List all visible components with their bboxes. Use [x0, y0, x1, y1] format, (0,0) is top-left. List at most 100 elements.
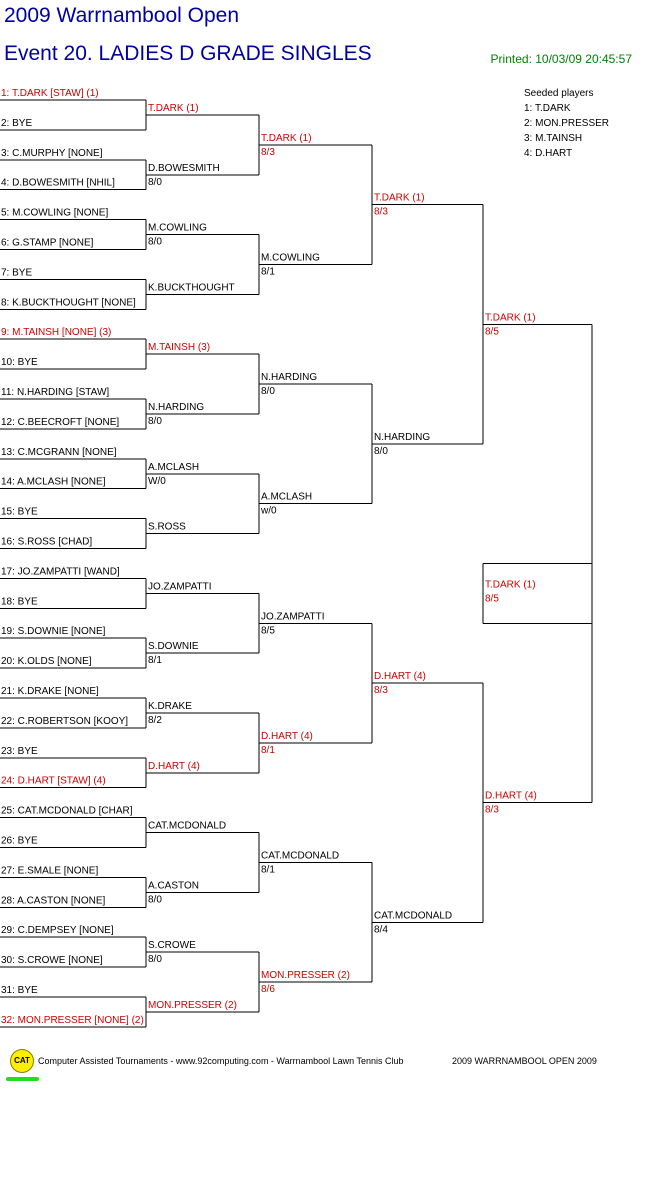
winner-name: N.HARDING — [261, 372, 317, 383]
draw-entrant: 26: BYE — [1, 836, 38, 847]
draw-entrant: 20: K.OLDS [NONE] — [1, 656, 92, 667]
match-score: 8/5 — [485, 326, 499, 337]
match-score: 8/0 — [148, 954, 162, 965]
champion-name: T.DARK (1) — [485, 579, 536, 590]
match-score: 8/0 — [148, 237, 162, 248]
draw-entrant: 18: BYE — [1, 596, 38, 607]
match-score: 8/0 — [148, 177, 162, 188]
draw-entrant: 30: S.CROWE [NONE] — [1, 955, 103, 966]
draw-entrant: 13: C.MCGRANN [NONE] — [1, 447, 117, 458]
draw-entrant: 15: BYE — [1, 507, 38, 518]
printed-timestamp: Printed: 10/03/09 20:45:57 — [490, 52, 632, 66]
winner-name: T.DARK (1) — [148, 103, 199, 114]
winner-name: T.DARK (1) — [261, 133, 312, 144]
match-score: W/0 — [148, 476, 166, 487]
match-score: 8/3 — [261, 147, 275, 158]
seeded-player: 4: D.HART — [524, 148, 573, 159]
winner-name: N.HARDING — [374, 432, 430, 443]
cat-logo-icon: CAT — [10, 1049, 34, 1073]
draw-entrant: 16: S.ROSS [CHAD] — [1, 537, 92, 548]
draw-entrant: 29: C.DEMPSEY [NONE] — [1, 925, 114, 936]
match-score: 8/3 — [374, 685, 388, 696]
winner-name: D.BOWESMITH — [148, 163, 220, 174]
winner-name: N.HARDING — [148, 402, 204, 413]
winner-name: M.COWLING — [261, 252, 320, 263]
champion-score: 8/5 — [485, 593, 499, 604]
draw-entrant: 25: CAT.MCDONALD [CHAR] — [1, 806, 133, 817]
winner-name: D.HART (4) — [261, 731, 313, 742]
winner-name: JO.ZAMPATTI — [261, 611, 325, 622]
match-score: 8/0 — [148, 416, 162, 427]
draw-entrant: 22: C.ROBERTSON [KOOY] — [1, 716, 128, 727]
draw-entrant: 4: D.BOWESMITH [NHIL] — [1, 178, 115, 189]
match-score: 8/6 — [261, 984, 275, 995]
footer-credit: Computer Assisted Tournaments - www.92co… — [38, 1056, 404, 1066]
match-score: 8/0 — [148, 894, 162, 905]
draw-entrant: 10: BYE — [1, 357, 38, 368]
winner-name: JO.ZAMPATTI — [148, 581, 212, 592]
draw-entrant: 28: A.CASTON [NONE] — [1, 895, 106, 906]
winner-name: K.BUCKTHOUGHT — [148, 282, 235, 293]
draw-entrant: 31: BYE — [1, 985, 38, 996]
winner-name: CAT.MCDONALD — [261, 850, 339, 861]
winner-name: MON.PRESSER (2) — [261, 970, 350, 981]
match-score: 8/1 — [261, 266, 275, 277]
match-score: w/0 — [260, 506, 277, 517]
draw-entrant: 1: T.DARK [STAW] (1) — [1, 88, 99, 99]
match-score: 8/0 — [261, 386, 275, 397]
winner-name: A.CASTON — [148, 880, 199, 891]
winner-name: K.DRAKE — [148, 701, 192, 712]
winner-name: D.HART (4) — [485, 791, 537, 802]
winner-name: S.DOWNIE — [148, 641, 199, 652]
draw-entrant: 14: A.MCLASH [NONE] — [1, 477, 106, 488]
seeded-heading: Seeded players — [524, 88, 594, 99]
draw-entrant: 11: N.HARDING [STAW] — [1, 387, 109, 398]
seeded-player: 1: T.DARK — [524, 103, 571, 114]
footer-event: 2009 WARRNAMBOOL OPEN 2009 — [452, 1056, 597, 1066]
seeded-player: 2: MON.PRESSER — [524, 118, 610, 129]
winner-name: S.CROWE — [148, 940, 196, 951]
winner-name: MON.PRESSER (2) — [148, 1000, 237, 1011]
draw-entrant: 5: M.COWLING [NONE] — [1, 208, 108, 219]
draw-entrant: 32: MON.PRESSER [NONE] (2) — [1, 1015, 144, 1026]
match-score: 8/4 — [374, 924, 388, 935]
draw-entrant: 17: JO.ZAMPATTI [WAND] — [1, 566, 120, 577]
match-score: 8/3 — [485, 805, 499, 816]
match-score: 8/1 — [261, 745, 275, 756]
draw-entrant: 23: BYE — [1, 746, 38, 757]
match-score: 8/1 — [261, 864, 275, 875]
seeded-players-legend: Seeded players 1: T.DARK 2: MON.PRESSER … — [524, 86, 609, 161]
draw-entrant: 27: E.SMALE [NONE] — [1, 865, 98, 876]
winner-name: D.HART (4) — [148, 761, 200, 772]
draw-entrant: 8: K.BUCKTHOUGHT [NONE] — [1, 297, 136, 308]
winner-name: S.ROSS — [148, 522, 186, 533]
draw-entrant: 2: BYE — [1, 118, 32, 129]
event-title: Event 20. LADIES D GRADE SINGLES — [4, 42, 372, 65]
match-score: 8/2 — [148, 715, 162, 726]
match-score: 8/1 — [148, 655, 162, 666]
seeded-player: 3: M.TAINSH — [524, 133, 583, 144]
draw-entrant: 6: G.STAMP [NONE] — [1, 238, 94, 249]
draw-entrant: 3: C.MURPHY [NONE] — [1, 148, 103, 159]
draw-entrant: 19: S.DOWNIE [NONE] — [1, 626, 106, 637]
winner-name: T.DARK (1) — [485, 312, 536, 323]
draw-entrant: 21: K.DRAKE [NONE] — [1, 686, 99, 697]
winner-name: A.MCLASH — [261, 492, 312, 503]
winner-name: A.MCLASH — [148, 462, 199, 473]
winner-name: T.DARK (1) — [374, 193, 425, 204]
tournament-title: 2009 Warrnambool Open — [4, 4, 240, 27]
draw-entrant: 9: M.TAINSH [NONE] (3) — [1, 327, 111, 338]
draw-entrant: 7: BYE — [1, 267, 32, 278]
logo-underline — [6, 1077, 39, 1081]
winner-name: D.HART (4) — [374, 671, 426, 682]
match-score: 8/3 — [374, 207, 388, 218]
winner-name: CAT.MCDONALD — [148, 821, 226, 832]
draw-entrant: 24: D.HART [STAW] (4) — [1, 776, 106, 787]
draw-entrant: 12: C.BEECROFT [NONE] — [1, 417, 119, 428]
winner-name: CAT.MCDONALD — [374, 910, 452, 921]
match-score: 8/0 — [374, 446, 388, 457]
winner-name: M.COWLING — [148, 223, 207, 234]
winner-name: M.TAINSH (3) — [148, 342, 210, 353]
match-score: 8/5 — [261, 625, 275, 636]
